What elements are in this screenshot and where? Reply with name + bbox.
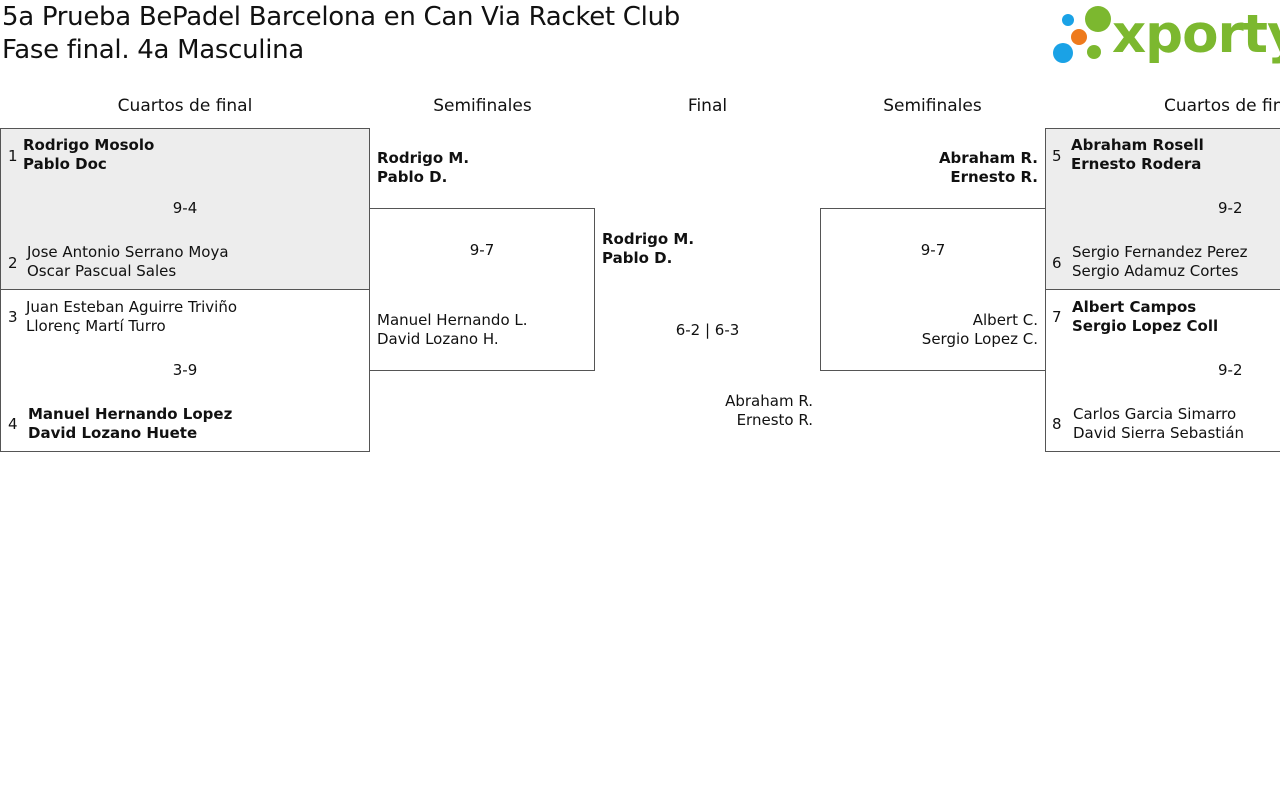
- player-name: Oscar Pascual Sales: [27, 262, 177, 280]
- player-name: David Lozano Huete: [28, 424, 198, 442]
- player-name: Abraham Rosell: [1071, 136, 1204, 154]
- player-name: David Lozano H.: [377, 330, 499, 348]
- player-name: Jose Antonio Serrano Moya: [27, 243, 229, 261]
- round-header-final: Final: [687, 96, 728, 116]
- seed-number: 6: [1052, 254, 1062, 272]
- match-score: 3-9: [172, 361, 198, 379]
- logo-dot-green-small: [1087, 45, 1101, 59]
- left-sf-bottom-team: Manuel Hernando L. David Lozano H.: [377, 311, 528, 349]
- player-name: Sergio Adamuz Cortes: [1072, 262, 1239, 280]
- page-title: 5a Prueba BePadel Barcelona en Can Via R…: [2, 2, 680, 32]
- right-sf-top-team: Abraham R. Ernesto R.: [840, 149, 1038, 187]
- left-qf2-match[interactable]: 3 Juan Esteban Aguirre Triviño Llorenç M…: [0, 289, 370, 452]
- logo-dot-orange: [1071, 29, 1087, 45]
- left-sf-top-team: Rodrigo M. Pablo D.: [377, 149, 469, 187]
- right-sf-match[interactable]: 9-7 Albert C. Sergio Lopez C.: [820, 208, 1046, 371]
- right-qf1-top-team: Abraham Rosell Ernesto Rodera: [1071, 136, 1204, 174]
- player-name: Abraham R.: [725, 392, 813, 410]
- match-score: 9-4: [172, 199, 198, 217]
- player-name: Pablo D.: [602, 249, 673, 267]
- page-subtitle: Fase final. 4a Masculina: [2, 35, 304, 65]
- player-name: Pablo D.: [377, 168, 448, 186]
- seed-number: 5: [1052, 147, 1062, 165]
- player-name: Manuel Hernando Lopez: [28, 405, 233, 423]
- player-name: Sergio Lopez Coll: [1072, 317, 1219, 335]
- match-score: 9-2: [1218, 361, 1243, 379]
- player-name: Pablo Doc: [23, 155, 107, 173]
- left-qf1-top-team: Rodrigo Mosolo Pablo Doc: [23, 136, 154, 174]
- seed-number: 4: [8, 415, 18, 433]
- player-name: Rodrigo M.: [377, 149, 470, 167]
- logo-dot-blue-small: [1062, 14, 1074, 26]
- final-top-team: Rodrigo M. Pablo D.: [602, 230, 694, 268]
- xporty-logo: xporty: [1048, 2, 1280, 68]
- right-qf2-bottom-team: Carlos Garcia Simarro David Sierra Sebas…: [1073, 405, 1244, 443]
- right-qf2-match[interactable]: 7 Albert Campos Sergio Lopez Coll 9-2 8 …: [1045, 289, 1280, 452]
- player-name: Ernesto R.: [950, 168, 1038, 186]
- player-name: Rodrigo Mosolo: [23, 136, 155, 154]
- match-score: 9-7: [469, 241, 495, 259]
- match-score: 9-2: [1218, 199, 1243, 217]
- seed-number: 2: [8, 254, 18, 272]
- round-header-right-qf: Cuartos de fin: [1164, 96, 1280, 116]
- match-score: 9-7: [920, 241, 946, 259]
- player-name: David Sierra Sebastián: [1073, 424, 1245, 442]
- player-name: Ernesto R.: [736, 411, 813, 429]
- seed-number: 1: [8, 147, 18, 165]
- player-name: Sergio Fernandez Perez: [1072, 243, 1248, 261]
- round-header-left-qf: Cuartos de final: [117, 96, 253, 116]
- player-name: Juan Esteban Aguirre Triviño: [26, 298, 238, 316]
- left-qf1-match[interactable]: 1 Rodrigo Mosolo Pablo Doc 9-4 2 Jose An…: [0, 128, 370, 290]
- left-qf2-bottom-team: Manuel Hernando Lopez David Lozano Huete: [28, 405, 232, 443]
- left-sf-match[interactable]: 9-7 Manuel Hernando L. David Lozano H.: [369, 208, 595, 371]
- left-qf1-bottom-team: Jose Antonio Serrano Moya Oscar Pascual …: [27, 243, 229, 281]
- right-qf2-top-team: Albert Campos Sergio Lopez Coll: [1072, 298, 1218, 336]
- right-qf1-bottom-team: Sergio Fernandez Perez Sergio Adamuz Cor…: [1072, 243, 1248, 281]
- logo-dot-blue-large: [1053, 43, 1073, 63]
- seed-number: 7: [1052, 308, 1062, 326]
- player-name: Sergio Lopez C.: [921, 330, 1038, 348]
- player-name: Ernesto Rodera: [1071, 155, 1202, 173]
- seed-number: 3: [8, 308, 18, 326]
- player-name: Carlos Garcia Simarro: [1073, 405, 1237, 423]
- player-name: Llorenç Martí Turro: [26, 317, 166, 335]
- player-name: Albert C.: [972, 311, 1038, 329]
- final-bottom-team: Abraham R. Ernesto R.: [620, 392, 813, 430]
- player-name: Manuel Hernando L.: [377, 311, 528, 329]
- right-qf1-match[interactable]: 5 Abraham Rosell Ernesto Rodera 9-2 6 Se…: [1045, 128, 1280, 290]
- left-qf2-top-team: Juan Esteban Aguirre Triviño Llorenç Mar…: [26, 298, 237, 336]
- player-name: Rodrigo M.: [602, 230, 695, 248]
- logo-dot-green: [1085, 6, 1111, 32]
- logo-text: xporty: [1112, 4, 1280, 65]
- player-name: Abraham R.: [938, 149, 1038, 167]
- round-header-left-sf: Semifinales: [433, 96, 532, 116]
- player-name: Albert Campos: [1072, 298, 1197, 316]
- right-sf-bottom-team: Albert C. Sergio Lopez C.: [831, 311, 1038, 349]
- seed-number: 8: [1052, 415, 1062, 433]
- final-score: 6-2 | 6-3: [675, 321, 740, 339]
- round-header-right-sf: Semifinales: [883, 96, 982, 116]
